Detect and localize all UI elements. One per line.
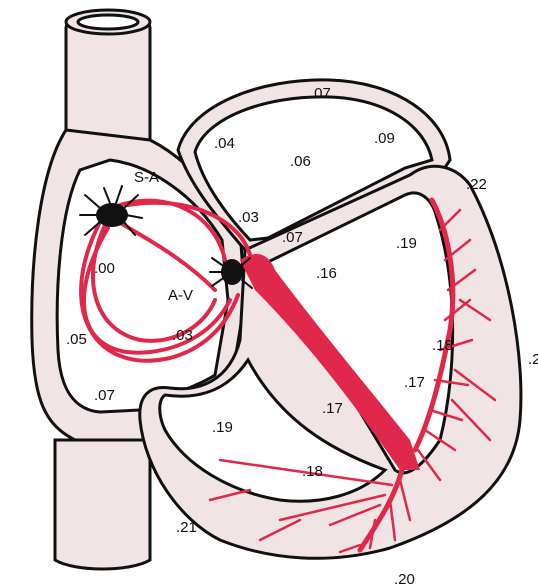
label-left-atrium-right: .09 [374, 130, 395, 147]
label-lower-atrium: .07 [94, 387, 115, 404]
sa-node-label: S-A [134, 169, 159, 186]
label-septum-mid: .17 [322, 400, 343, 417]
label-bundle: .16 [316, 265, 337, 282]
label-left-atrium-center: .06 [290, 153, 311, 170]
label-septum-top: .03 [238, 209, 259, 226]
vena-cava-opening-inner [78, 15, 138, 29]
av-node-label: A-V [168, 287, 193, 304]
label-right-atrium-wall: .05 [66, 331, 87, 348]
label-left-atrium-left: .04 [214, 135, 235, 152]
label-outer-top-right: .22 [466, 176, 487, 193]
label-outer-right-edge: .2 [528, 351, 538, 368]
label-av-junction: .07 [282, 229, 303, 246]
label-left-ventricle-mid: .18 [432, 337, 453, 354]
label-left-ventricle-upper: .19 [396, 235, 417, 252]
label-left-ventricle-lower: .17 [404, 374, 425, 391]
label-right-ventricle: .19 [212, 419, 233, 436]
label-sa-node-time: .00 [94, 260, 115, 277]
sa-node [96, 203, 128, 227]
label-outer-bottom-left: .21 [176, 519, 197, 536]
inferior-vena-cava [55, 440, 150, 569]
label-outer-bottom: .20 [394, 571, 415, 588]
label-right-ventricle-bottom: .18 [302, 463, 323, 480]
label-left-atrium-top: .07 [310, 85, 331, 102]
label-av-node-time: .03 [172, 327, 193, 344]
av-node [221, 259, 243, 285]
